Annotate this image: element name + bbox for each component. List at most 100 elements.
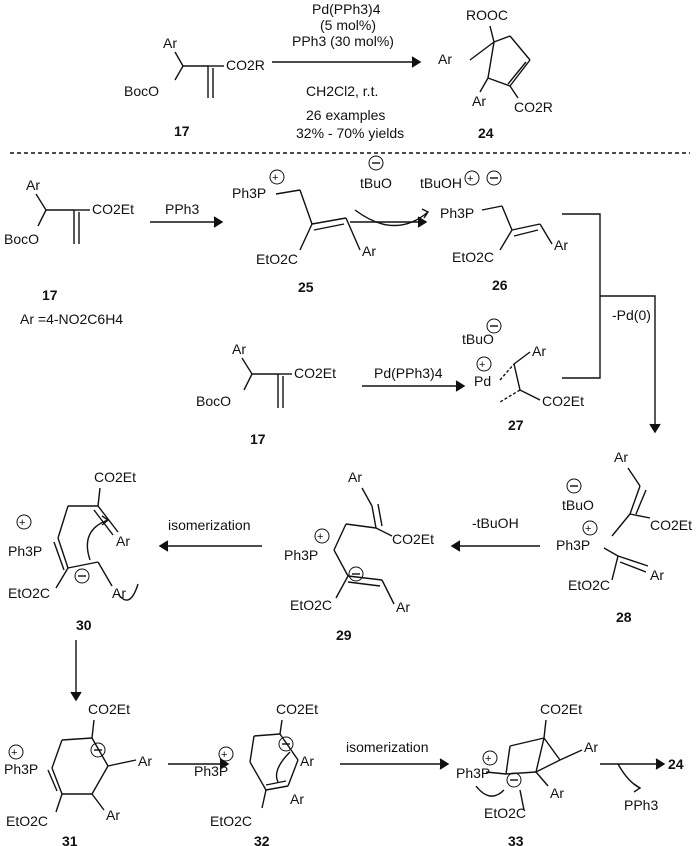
compound-label: 28 bbox=[616, 609, 632, 625]
reagent-text: Pd(PPh3)4 bbox=[312, 1, 381, 17]
ph3p-label: Ph3P bbox=[440, 205, 474, 221]
compound-26: + Ph3P Ar EtO2C 26 bbox=[440, 170, 568, 293]
ar-label: Ar bbox=[550, 785, 564, 801]
compound-17-top: Ar BocO CO2R 17 bbox=[124, 35, 265, 139]
ester-label: CO2Et bbox=[92, 201, 134, 217]
ester-label: EtO2C bbox=[6, 813, 48, 829]
ar-label: Ar bbox=[112, 585, 126, 601]
tbuo-text: tBuO bbox=[360, 175, 392, 191]
compound-label: 25 bbox=[298, 279, 314, 295]
ar-label: Ar bbox=[232, 341, 246, 357]
boc-label: BocO bbox=[196, 393, 231, 409]
compound-17-row1: Ar BocO CO2Et 17 Ar =4-NO2C6H4 bbox=[4, 177, 134, 327]
svg-text:+: + bbox=[317, 531, 323, 543]
top-arrow-conditions: Pd(PPh3)4 (5 mol%) PPh3 (30 mol%) CH2Cl2… bbox=[272, 1, 422, 141]
compound-label: 17 bbox=[250, 431, 266, 447]
ar-definition: Ar =4-NO2C6H4 bbox=[20, 311, 123, 327]
ar-label: Ar bbox=[290, 791, 304, 807]
compound-label: 27 bbox=[508, 417, 524, 433]
ar-label: Ar bbox=[472, 93, 486, 109]
ar-label: Ar bbox=[300, 753, 314, 769]
minus-pd-text: -Pd(0) bbox=[612, 307, 651, 323]
svg-text:+: + bbox=[485, 753, 491, 765]
ester-label: EtO2C bbox=[210, 813, 252, 829]
compound-label: 30 bbox=[76, 617, 92, 633]
ester-label: CO2R bbox=[514, 99, 553, 115]
ester-label: EtO2C bbox=[484, 805, 526, 821]
svg-text:+: + bbox=[467, 173, 473, 185]
compound-label: 17 bbox=[174, 123, 190, 139]
compound-label: 29 bbox=[336, 627, 352, 643]
ph3p-label: Ph3P bbox=[8, 543, 42, 559]
ar-label: Ar bbox=[26, 177, 40, 193]
ester-label: CO2Et bbox=[294, 365, 336, 381]
arrow-down-30-31 bbox=[70, 640, 82, 702]
compound-label: 31 bbox=[62, 833, 78, 846]
compound-label: 17 bbox=[42, 287, 58, 303]
svg-text:+: + bbox=[479, 359, 485, 371]
final-product-label: 24 bbox=[668, 756, 684, 772]
ar-label: Ar bbox=[614, 449, 628, 465]
ester-label: EtO2C bbox=[452, 249, 494, 265]
compound-25: + Ph3P Ar EtO2C 25 bbox=[232, 169, 376, 295]
ar-label: Ar bbox=[348, 469, 362, 485]
ar-label: Ar bbox=[438, 51, 452, 67]
arrow-isomerization-1: isomerization bbox=[158, 517, 262, 552]
arrow-pd: Pd(PPh3)4 bbox=[362, 365, 466, 392]
ph3p-label: Ph3P bbox=[4, 761, 38, 777]
tbuoh-text: tBuOH bbox=[420, 175, 462, 191]
tbuo-text: tBuO bbox=[462, 331, 494, 347]
compound-28: Ar CO2Et tBuO + Ph3P Ar EtO2C 28 bbox=[556, 449, 692, 625]
reagent-text: PPh3 (30 mol%) bbox=[292, 33, 394, 49]
ester-label: CO2R bbox=[226, 57, 265, 73]
compound-label: 24 bbox=[478, 125, 494, 141]
ph3p-label: Ph3P bbox=[194, 763, 228, 779]
svg-text:+: + bbox=[585, 523, 591, 535]
svg-text:+: + bbox=[19, 517, 25, 529]
tbuo-text: tBuO bbox=[562, 497, 594, 513]
isomerization-text: isomerization bbox=[346, 739, 428, 755]
compound-32: CO2Et Ar Ar + Ph3P EtO2C 32 bbox=[194, 701, 318, 846]
reagent-text: Pd(PPh3)4 bbox=[374, 365, 443, 381]
final-arrow: 24 PPh3 bbox=[600, 756, 684, 813]
ester-label: EtO2C bbox=[256, 251, 298, 267]
released-pph3: PPh3 bbox=[624, 797, 658, 813]
arrow-tbuo: tBuO tBuOH bbox=[350, 155, 462, 228]
compound-label: 33 bbox=[508, 833, 524, 846]
arrow-minus-tbuoh: -tBuOH bbox=[450, 515, 540, 552]
yields-text: 32% - 70% yields bbox=[296, 125, 404, 141]
ester-label: CO2Et bbox=[392, 531, 434, 547]
svg-text:+: + bbox=[272, 172, 278, 184]
ar-label: Ar bbox=[532, 343, 546, 359]
svg-text:+: + bbox=[11, 747, 17, 759]
ar-label: Ar bbox=[163, 35, 177, 51]
merge-bracket: -Pd(0) bbox=[562, 213, 661, 434]
ar-label: Ar bbox=[554, 237, 568, 253]
ar-label: Ar bbox=[106, 807, 120, 823]
ar-label: Ar bbox=[650, 567, 664, 583]
ester-label: CO2Et bbox=[88, 701, 130, 717]
pd-label: Pd bbox=[474, 373, 491, 389]
compound-24-top: ROOC Ar Ar CO2R 24 bbox=[438, 7, 553, 141]
ester-label: EtO2C bbox=[290, 597, 332, 613]
ester-label: EtO2C bbox=[8, 585, 50, 601]
compound-30: CO2Et Ar + Ph3P Ar EtO2C 30 bbox=[8, 469, 139, 633]
ar-label: Ar bbox=[396, 599, 410, 615]
ph3p-label: Ph3P bbox=[556, 537, 590, 553]
ester-label: ROOC bbox=[466, 7, 508, 23]
boc-label: BocO bbox=[4, 231, 39, 247]
ph3p-label: Ph3P bbox=[456, 765, 490, 781]
isomerization-text: isomerization bbox=[168, 517, 250, 533]
compound-label: 32 bbox=[254, 833, 270, 846]
ester-label: CO2Et bbox=[276, 701, 318, 717]
svg-text:+: + bbox=[221, 749, 227, 761]
ester-label: CO2Et bbox=[542, 393, 584, 409]
reagent-text: (5 mol%) bbox=[320, 17, 376, 33]
boc-label: BocO bbox=[124, 83, 159, 99]
ar-label: Ar bbox=[138, 753, 152, 769]
compound-27: tBuO + Pd Ar CO2Et 27 bbox=[462, 318, 584, 433]
ester-label: EtO2C bbox=[568, 577, 610, 593]
compound-33: CO2Et Ar Ar + Ph3P EtO2C 33 bbox=[456, 701, 598, 846]
